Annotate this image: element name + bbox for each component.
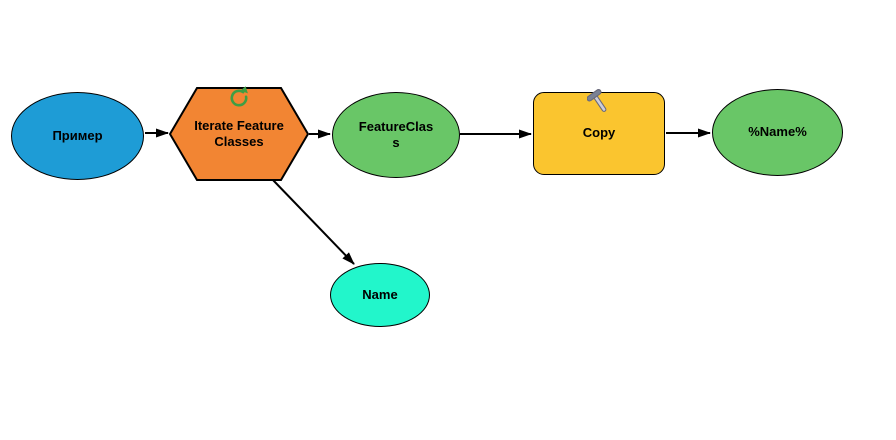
node-name-label: Name	[362, 286, 398, 302]
node-iterator[interactable]	[169, 87, 309, 181]
iterator-hexagon-shape[interactable]	[169, 87, 309, 181]
node-input-example[interactable]: Пример	[11, 92, 144, 180]
node-name[interactable]: Name	[330, 263, 430, 327]
node-featureclass-label: FeatureClas s	[358, 118, 434, 150]
node-name-percent-label: %Name%	[748, 124, 807, 140]
hammer-icon	[587, 89, 607, 112]
node-copy-tool-label: Copy	[582, 125, 616, 141]
loop-icon	[230, 86, 248, 107]
connector-iterator-to-name[interactable]	[271, 178, 355, 265]
node-featureclass[interactable]: FeatureClas s	[332, 92, 460, 178]
node-iterator-label: Iterate Feature Classes	[194, 117, 284, 149]
node-name-percent[interactable]: %Name%	[712, 89, 843, 176]
node-input-example-label: Пример	[52, 127, 103, 143]
